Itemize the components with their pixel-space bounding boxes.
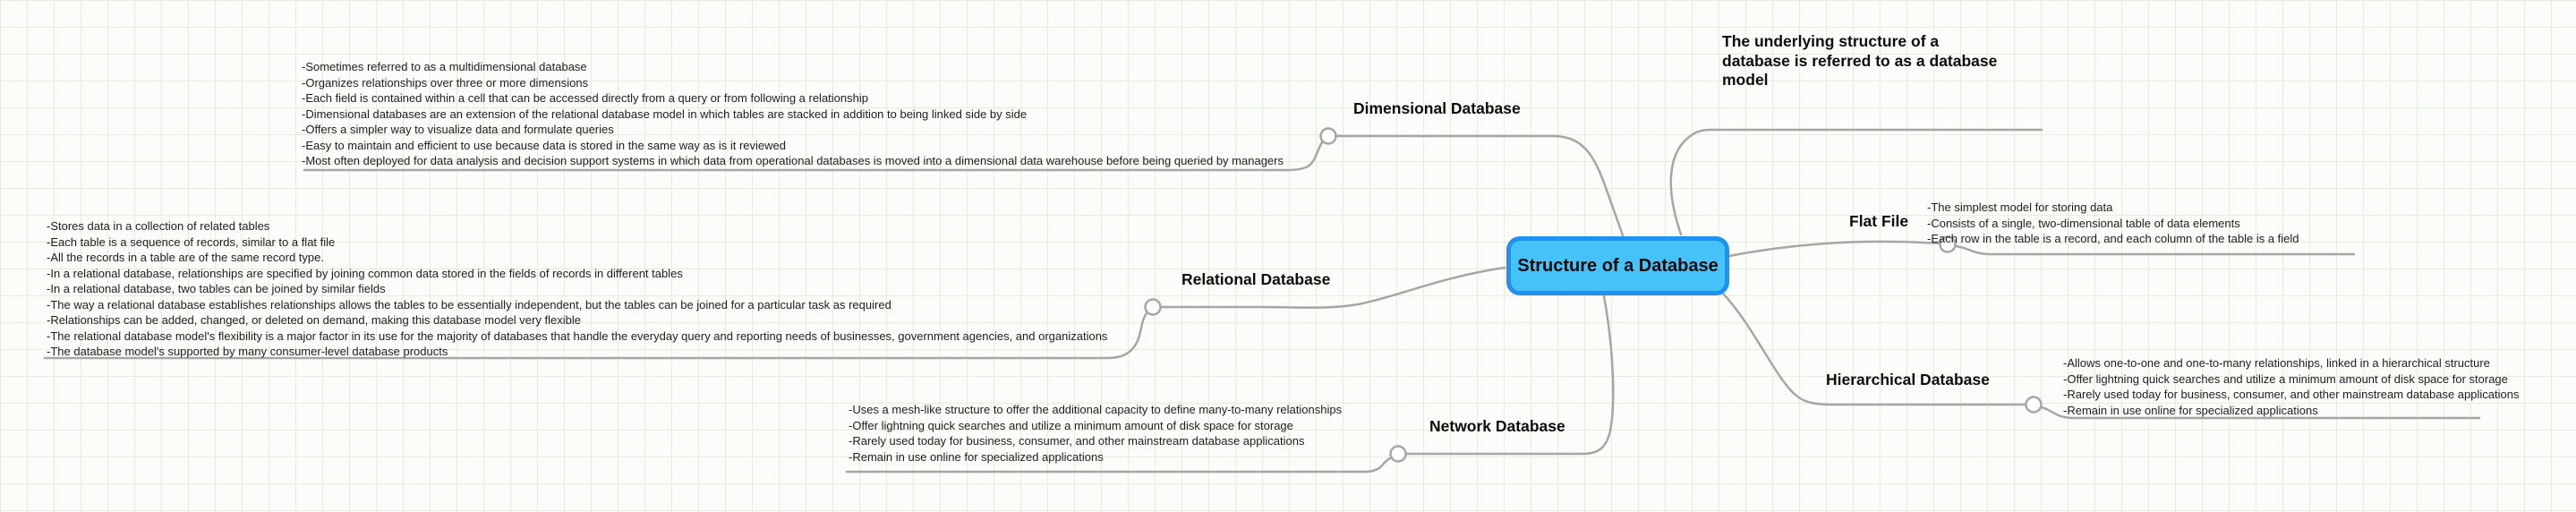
network-bullets[interactable]: -Uses a mesh-like structure to offer the…	[849, 402, 1342, 465]
network-bullets-underline	[845, 457, 1392, 474]
branch-label-network[interactable]: Network Database	[1429, 417, 1565, 435]
relational-connector-knob[interactable]	[1144, 298, 1162, 316]
bullet-line: -Dimensional databases are an extension …	[302, 107, 1028, 121]
branch-label-dimensional[interactable]: Dimensional Database	[1353, 99, 1521, 117]
flatfile-branch-line	[1727, 240, 1941, 258]
bullet-line: -Organizes relationships over three or m…	[302, 75, 589, 90]
bullet-line: -Offer lightning quick searches and util…	[2063, 371, 2508, 386]
bullet-line: -The simplest model for storing data	[1927, 201, 2113, 214]
bullet-line: -Sometimes referred to as a multidimensi…	[302, 60, 587, 73]
bullet-line: -The relational database model's flexibi…	[47, 329, 1108, 343]
root-node[interactable]: Structure of a Database	[1506, 236, 1729, 295]
flatfile-bullets[interactable]: -The simplest model for storing data -Co…	[1927, 200, 2299, 247]
flatfile-connector-knob[interactable]	[1939, 235, 1957, 253]
bullet-line: -Rarely used today for business, consume…	[849, 434, 1305, 448]
bullet-line: -Consists of a single, two-dimensional t…	[1927, 216, 2240, 230]
bullet-line: -In a relational database, two tables ca…	[47, 282, 386, 295]
bullet-line: -The way a relational database establish…	[47, 297, 891, 311]
bullet-line: -Most often deployed for data analysis a…	[302, 154, 1284, 167]
bullet-line: -Remain in use online for specialized ap…	[849, 449, 1104, 464]
dimensional-branch-line	[1335, 134, 1625, 237]
hierarchical-connector-knob[interactable]	[2025, 396, 2043, 414]
branch-label-flat-file[interactable]: Flat File	[1849, 212, 1909, 230]
relational-bullets[interactable]: -Stores data in a collection of related …	[47, 218, 1107, 360]
dimensional-bullets[interactable]: -Sometimes referred to as a multidimensi…	[302, 59, 1284, 169]
bullet-line: -Each field is contained within a cell t…	[302, 91, 868, 105]
bullet-line: -Rarely used today for business, consume…	[2063, 388, 2520, 401]
bullet-line: -Stores data in a collection of related …	[47, 219, 270, 233]
bullet-line: -Allows one-to-one and one-to-many relat…	[2063, 356, 2490, 370]
bullet-line: -Each row in the table is a record, and …	[1927, 232, 2299, 245]
flatfile-bullets-underline	[1954, 244, 2356, 256]
relational-branch-line	[1159, 266, 1506, 309]
bullet-line: -Relationships can be added, changed, or…	[47, 313, 581, 327]
relational-bullets-underline	[43, 311, 1148, 360]
network-branch-line	[1404, 294, 1615, 456]
network-connector-knob[interactable]	[1389, 445, 1407, 463]
branch-label-relational[interactable]: Relational Database	[1181, 270, 1331, 288]
hierarchical-branch-line	[1720, 291, 2027, 406]
dimensional-connector-knob[interactable]	[1319, 127, 1337, 145]
bullet-line: -Uses a mesh-like structure to offer the…	[849, 403, 1343, 416]
bullet-line: -Remain in use online for specialized ap…	[2063, 403, 2318, 417]
bullet-line: -The database model's supported by many …	[47, 345, 448, 358]
hierarchical-bullets-underline	[2040, 405, 2481, 420]
bullet-line: -Easy to maintain and efficient to use b…	[302, 138, 786, 152]
note-branch-line	[1669, 128, 2043, 236]
bullet-line: -In a relational database, relationships…	[47, 266, 683, 280]
branch-label-hierarchical[interactable]: Hierarchical Database	[1826, 371, 1990, 388]
bullet-line: -All the records in a table are of the s…	[47, 251, 324, 264]
hierarchical-bullets[interactable]: -Allows one-to-one and one-to-many relat…	[2063, 355, 2519, 418]
database-model-note[interactable]: The underlying structure of a database i…	[1722, 32, 1998, 89]
bullet-line: -Each table is a sequence of records, si…	[47, 235, 336, 249]
bullet-line: -Offer lightning quick searches and util…	[849, 418, 1293, 432]
bullet-line: -Offers a simpler way to visualize data …	[302, 123, 614, 136]
